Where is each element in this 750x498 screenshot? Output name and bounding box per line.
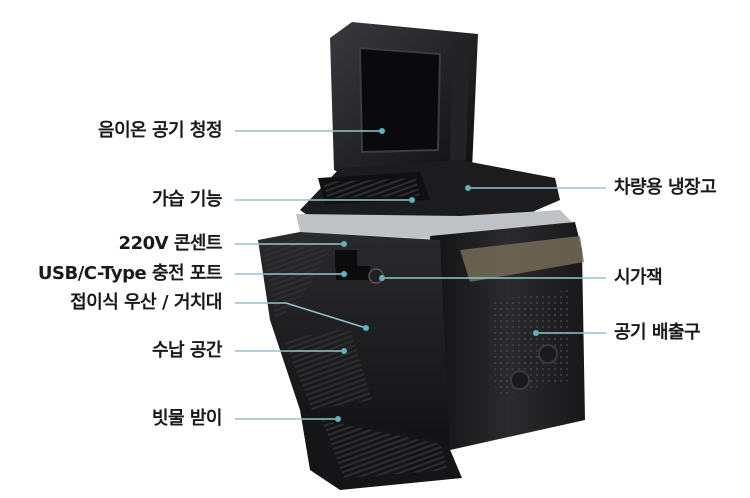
leader-dot-storage bbox=[341, 348, 347, 354]
label-ion-air-purifier: 음이온 공기 청정 bbox=[98, 120, 222, 141]
label-storage-space: 수납 공간 bbox=[151, 340, 223, 361]
label-rain-tray: 빗물 받이 bbox=[151, 408, 223, 429]
leader-dot-fridge bbox=[465, 185, 471, 191]
label-folding-umbrella-stand: 접이식 우산 / 거치대 bbox=[70, 292, 222, 313]
label-air-exhaust: 공기 배출구 bbox=[614, 322, 701, 343]
leader-dot-lighter bbox=[379, 275, 385, 281]
leader-dot-humid bbox=[409, 197, 415, 203]
leader-lines bbox=[235, 128, 606, 422]
label-cigar-jack: 시가잭 bbox=[614, 267, 663, 288]
leader-dot-rain bbox=[335, 416, 341, 422]
leader-dot-outlet bbox=[341, 241, 347, 247]
label-220v-outlet: 220V 콘센트 bbox=[118, 233, 223, 254]
leader-dot-usb bbox=[341, 271, 347, 277]
lid bbox=[330, 22, 478, 178]
label-usb-ctype-port: USB/C-Type 충전 포트 bbox=[37, 263, 223, 284]
label-car-fridge: 차량용 냉장고 bbox=[614, 177, 717, 198]
rain-tray bbox=[300, 410, 462, 490]
main-body bbox=[430, 222, 585, 450]
leader-dot-ion bbox=[379, 128, 385, 134]
top-deck bbox=[296, 160, 572, 240]
leader-dot-umbrella bbox=[363, 325, 369, 331]
leader-dot-exhaust bbox=[533, 330, 539, 336]
leader-line-umbrella bbox=[235, 302, 367, 329]
label-humidifier: 가습 기능 bbox=[151, 189, 223, 210]
